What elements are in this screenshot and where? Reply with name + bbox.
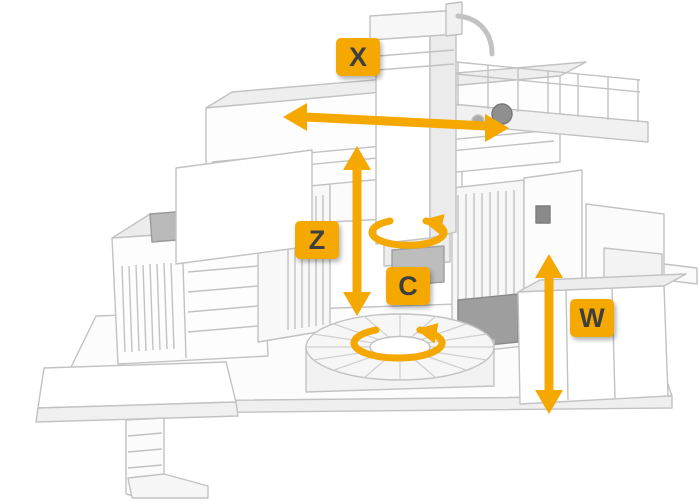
rotary-table (305, 313, 495, 393)
c-axis-table-rotation-arrow (350, 322, 446, 362)
c-axis-spindle-rotation-arrow (368, 214, 448, 249)
w-axis-label: W (570, 299, 614, 337)
w-axis-arrow (535, 254, 563, 414)
x-axis-label: X (336, 38, 380, 76)
axis-arrows (283, 103, 563, 414)
ram-column (369, 1, 495, 245)
operator-railing (451, 61, 649, 143)
machine-line-art (35, 1, 698, 499)
x-axis-arrow (283, 103, 509, 142)
c-axis-label: C (386, 267, 430, 305)
exhaust-duct (445, 1, 463, 37)
z-axis-arrow (343, 146, 371, 316)
tool-magazine (451, 179, 525, 355)
right-cabinets (517, 169, 687, 405)
chip-conveyor (125, 417, 209, 499)
z-axis-label: Z (295, 221, 339, 259)
